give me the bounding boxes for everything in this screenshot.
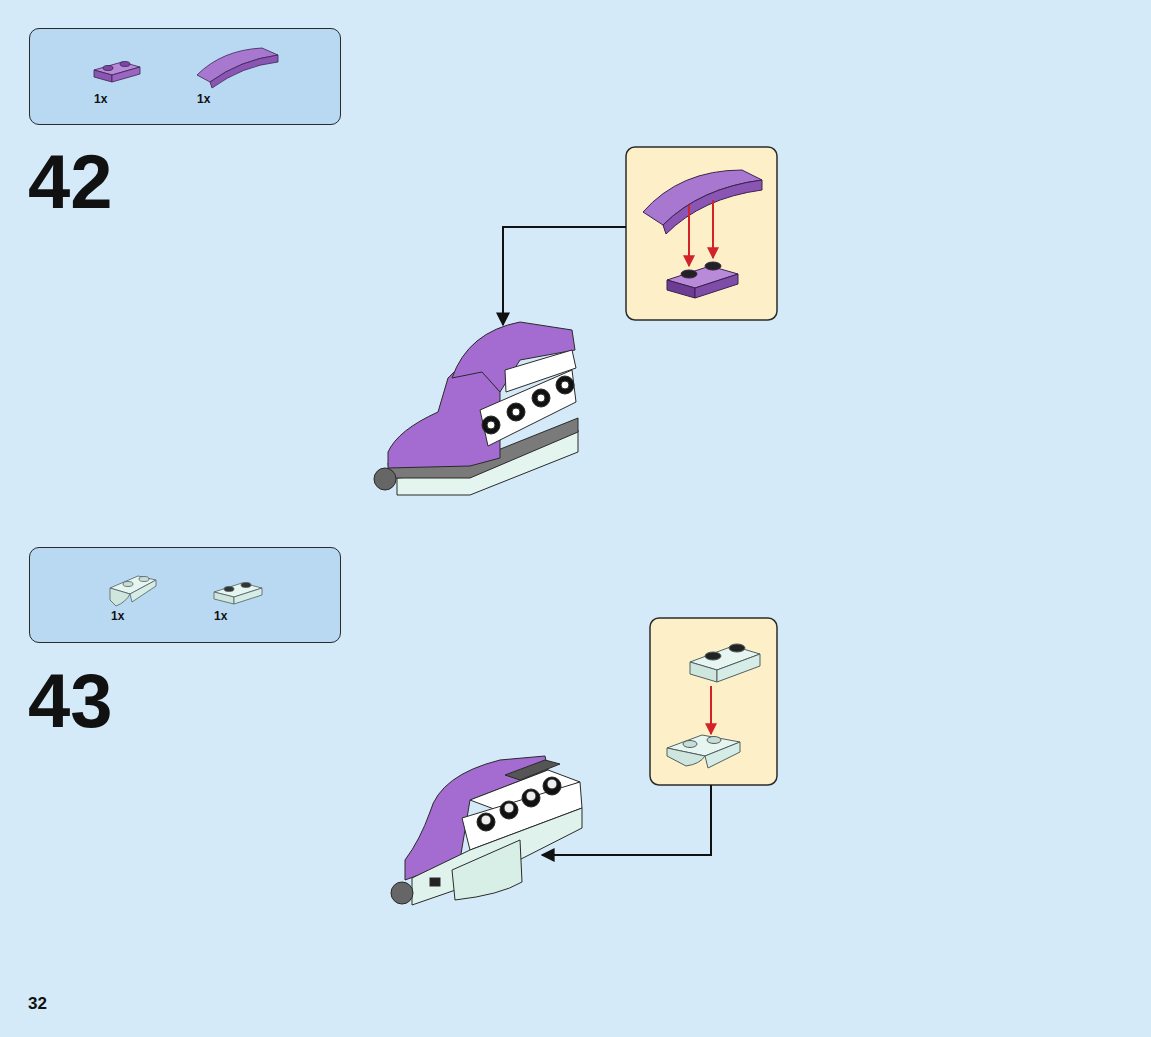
part-count: 1x <box>111 610 124 622</box>
aqua-inverted-slope-icon <box>110 576 156 606</box>
part-count: 1x <box>94 93 107 105</box>
part-count: 1x <box>214 610 227 622</box>
model-step-42 <box>374 322 578 495</box>
assembly-arrow <box>688 205 690 266</box>
parts-box-fill <box>29 547 341 643</box>
parts-box: 1x 1x <box>29 28 341 125</box>
purple-plate-icon <box>94 62 140 83</box>
aqua-plate-icon <box>214 583 262 605</box>
callout-box <box>626 147 777 320</box>
assembly-arrow <box>712 200 714 258</box>
model-step-43 <box>391 756 582 905</box>
purple-curved-slope-icon <box>197 48 278 88</box>
leader-arrow <box>503 227 626 325</box>
page-number: 32 <box>28 995 47 1012</box>
step-number: 42 <box>28 144 113 220</box>
step-number: 43 <box>28 663 113 739</box>
callout-parts <box>667 644 760 768</box>
parts-box: 1x 1x <box>29 547 341 643</box>
part-count: 1x <box>197 93 210 105</box>
callout-parts <box>643 170 762 298</box>
parts-box-fill <box>29 28 341 125</box>
assembly-arrow <box>710 686 712 734</box>
callout-box <box>650 618 777 785</box>
